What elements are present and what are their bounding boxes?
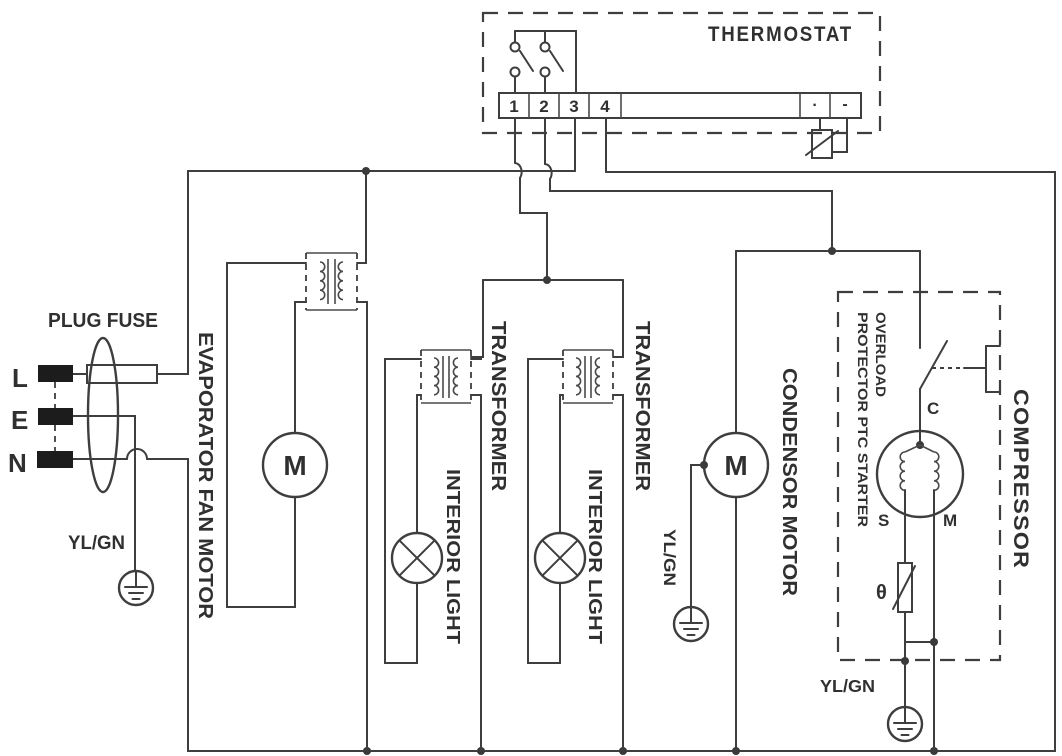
transformer-1-circuit: TRANSFORMER INTERIOR LIGHT	[384, 321, 509, 752]
condensor-motor-symbol: M	[724, 450, 747, 481]
interior-light-1-icon	[390, 531, 444, 585]
compressor-enclosure	[836, 290, 1002, 662]
terminal-3-label: 3	[569, 97, 578, 116]
compressor-motor-icon	[875, 429, 965, 519]
earth-ground-icon	[886, 705, 924, 743]
evaporator-fan-motor: EVAPORATOR FAN MOTOR M	[194, 170, 368, 752]
aux-terminal-2-mark: -	[842, 96, 847, 113]
ptc-thermistor-icon	[892, 562, 916, 613]
pin-neutral	[37, 451, 73, 468]
terminal-s-label: S	[878, 511, 889, 530]
interior-light-2-icon	[533, 531, 587, 585]
compressor-ground-label: YL/GN	[820, 676, 875, 696]
transformer-2-icon	[562, 349, 614, 404]
compressor-label: COMPRESSOR	[1009, 389, 1032, 569]
evaporator-motor-icon	[261, 431, 329, 499]
plug-outline-icon	[86, 336, 120, 494]
evaporator-transformer-icon	[305, 252, 358, 311]
evaporator-motor-symbol: M	[283, 450, 306, 481]
aux-terminal-1-mark: ·	[812, 97, 817, 114]
evaporator-fan-motor-label: EVAPORATOR FAN MOTOR	[194, 332, 216, 620]
transformer-2-label: TRANSFORMER	[631, 321, 653, 492]
terminal-m-label: M	[943, 511, 957, 530]
pin-neutral-label: N	[8, 448, 27, 478]
earth-ground-icon	[672, 605, 710, 643]
condensor-motor-label: CONDENSOR MOTOR	[778, 368, 800, 597]
transformer-1-label: TRANSFORMER	[487, 321, 509, 492]
overload-switch-icon	[919, 340, 948, 446]
terminal-2-label: 2	[539, 97, 548, 116]
condensor-motor: M CONDENSOR MOTOR YL/GN	[660, 368, 800, 752]
thermostat-enclosure	[481, 11, 882, 135]
plug-fuse: PLUG FUSE L E N YL/GN	[8, 310, 158, 607]
pin-live	[38, 365, 73, 382]
thermistor-symbol: θ	[876, 582, 887, 604]
terminal-4-label: 4	[600, 97, 610, 116]
fuse-icon	[86, 364, 158, 384]
transformer-2-circuit: TRANSFORMER INTERIOR LIGHT	[527, 321, 653, 752]
transformer-1-icon	[420, 349, 472, 404]
terminal-c-label: C	[927, 399, 939, 418]
terminal-1-label: 1	[509, 97, 518, 116]
condensor-ground-label: YL/GN	[660, 529, 678, 586]
pin-live-label: L	[12, 363, 28, 393]
plug-ground-label: YL/GN	[68, 533, 125, 554]
mains-wiring	[72, 117, 1056, 755]
pin-earth	[38, 408, 73, 425]
thermostat-label: THERMOSTAT	[708, 23, 853, 46]
interior-light-1-label: INTERIOR LIGHT	[443, 469, 464, 645]
plug-fuse-label: PLUG FUSE	[48, 310, 158, 332]
overload-protector-label-line2: PROTECTOR PTC STARTER	[855, 312, 870, 527]
thermostat-switch-icon	[509, 30, 577, 94]
thermostat-sensor-icon	[805, 117, 848, 159]
pin-earth-label: E	[11, 405, 28, 435]
overload-protector-label-line1: OVERLOAD	[873, 312, 888, 397]
compressor-windings-icon	[899, 444, 940, 492]
ptc-start-button-icon	[932, 345, 1001, 393]
earth-ground-icon	[117, 569, 155, 607]
thermostat: THERMOSTAT 1 2 3 4 · -	[481, 11, 882, 159]
compressor: COMPRESSOR OVERLOAD PROTECTOR PTC STARTE…	[820, 290, 1032, 752]
interior-light-2-label: INTERIOR LIGHT	[585, 469, 606, 645]
thermostat-terminal-strip: 1 2 3 4 · -	[498, 92, 862, 119]
